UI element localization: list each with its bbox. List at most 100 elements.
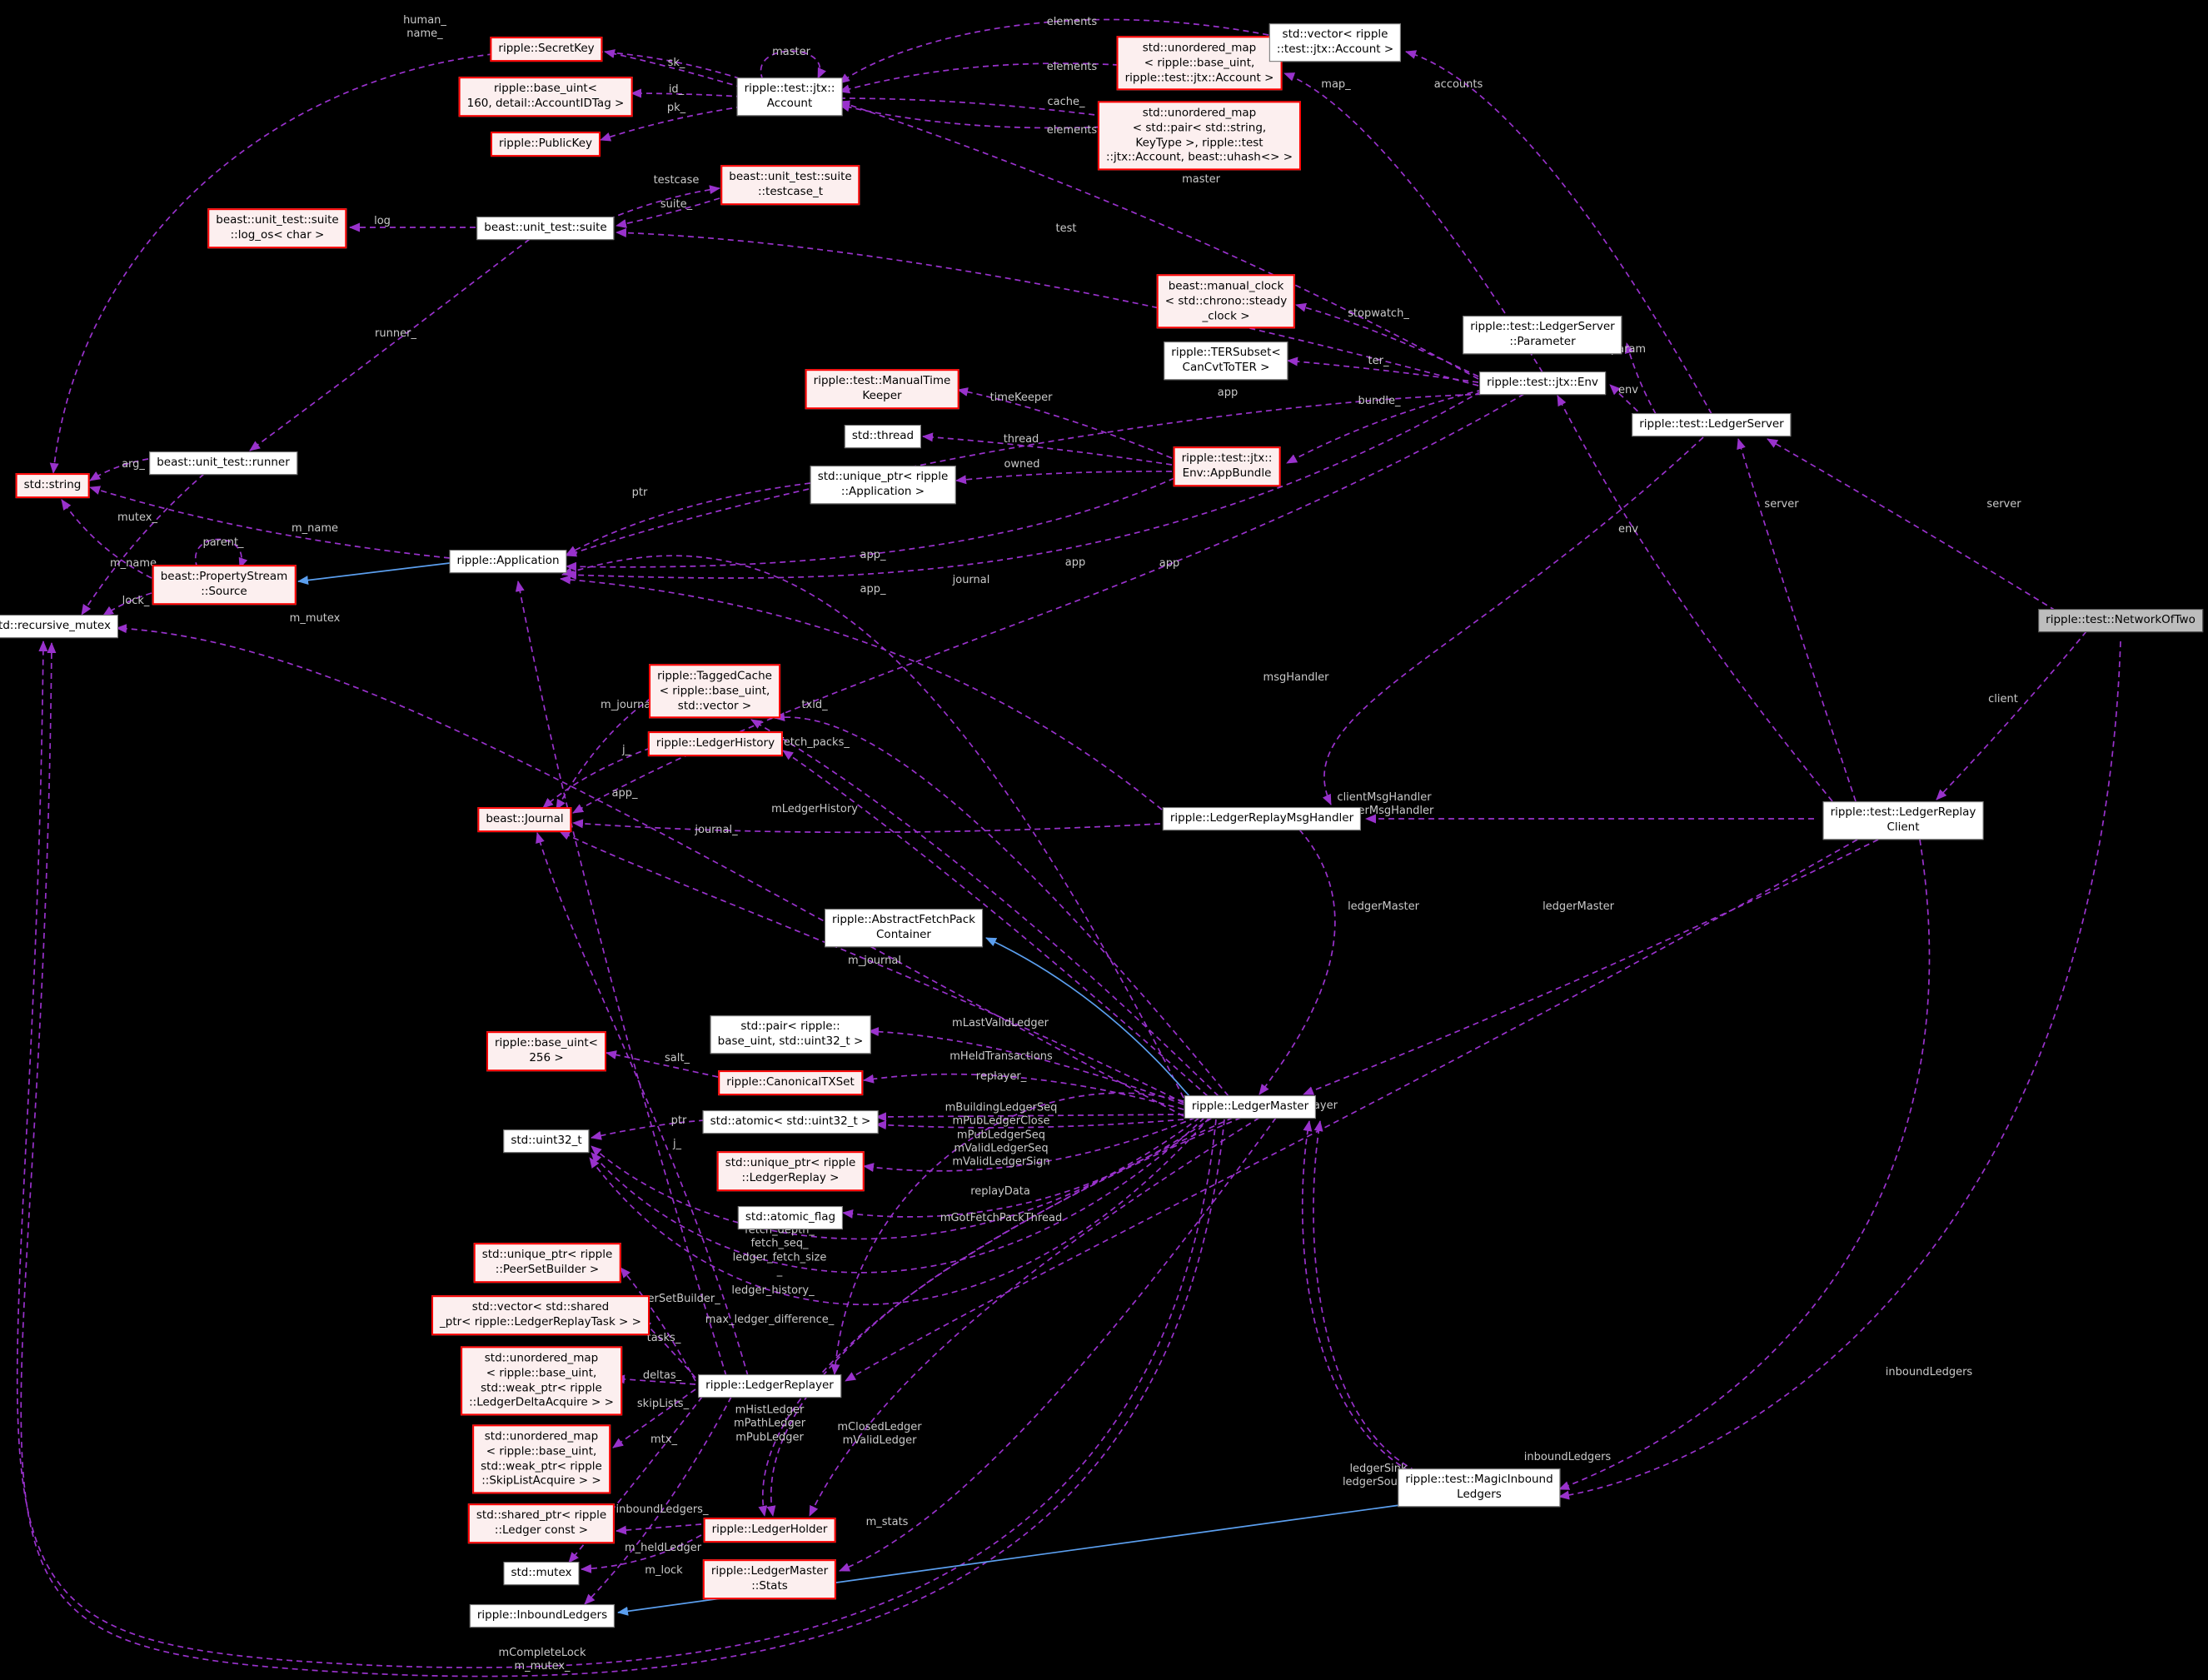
node-ledgerhistory[interactable]: ripple::LedgerHistory <box>647 731 784 756</box>
usage-edge-bundle_ <box>1286 389 1483 464</box>
usage-edge-msgHandler <box>1322 436 1704 805</box>
node-msghandler[interactable]: ripple::LedgerReplayMsgHandler <box>1162 807 1362 830</box>
node-string[interactable]: std::string <box>15 473 90 498</box>
node-umap-deltaacquire[interactable]: std::unordered_map < ripple::base_uint, … <box>461 1346 622 1416</box>
node-ledgerholder[interactable]: ripple::LedgerHolder <box>703 1518 836 1543</box>
node-propertystream-source[interactable]: beast::PropertyStream ::Source <box>152 565 297 605</box>
node-canonicaltxset[interactable]: ripple::CanonicalTXSet <box>718 1070 863 1095</box>
usage-edge-m_stats <box>839 1117 1277 1572</box>
node-thread[interactable]: std::thread <box>844 425 922 448</box>
node-runner[interactable]: beast::unit_test::runner <box>149 451 297 475</box>
usage-edge-ledger_history_ <box>591 1117 1205 1274</box>
node-baseuint256[interactable]: ripple::base_uint< 256 > <box>486 1031 606 1071</box>
usage-edge-mLastValidLedger <box>868 1027 1184 1105</box>
usage-edge-m_name <box>61 499 152 579</box>
node-atomic-flag[interactable]: std::atomic_flag <box>737 1206 844 1229</box>
usage-edge-replayer_ <box>830 1092 1184 1375</box>
inheritance-edge <box>297 562 451 586</box>
node-account[interactable]: ripple::test::jtx:: Account <box>736 77 843 116</box>
usage-edge-stopwatch_ <box>1295 302 1479 377</box>
usage-edge-human_ <box>49 49 750 474</box>
usage-edge-runner_ <box>249 238 531 451</box>
node-magicinboundledgers[interactable]: ripple::test::MagicInbound Ledgers <box>1398 1468 1561 1507</box>
usage-edge-ledgerSink <box>1301 1120 1410 1472</box>
node-vec-account[interactable]: std::vector< ripple ::test::jtx::Account… <box>1268 23 1402 62</box>
node-suite[interactable]: beast::unit_test::suite <box>476 217 615 240</box>
usage-edge-ledgerMaster <box>1259 829 1336 1095</box>
node-atomic-uint32[interactable]: std::atomic< std::uint32_t > <box>702 1110 879 1134</box>
node-recursive-mutex[interactable]: std::recursive_mutex <box>0 615 118 638</box>
node-testcase-t[interactable]: beast::unit_test::suite ::testcase_t <box>720 165 860 205</box>
node-journal[interactable]: beast::Journal <box>477 807 572 832</box>
usage-edge-test <box>616 227 1479 386</box>
usage-edge-replayer <box>845 839 1858 1382</box>
usage-edge-m_mutex <box>116 624 1184 1117</box>
usage-edge-elements <box>839 62 1119 94</box>
usage-edge-m_name <box>89 486 451 559</box>
usage-edge-mHistLedger <box>766 1117 1242 1517</box>
usage-edge-app_ <box>560 575 1163 810</box>
usage-edge-m_journal <box>559 830 1184 1104</box>
node-inboundledgers[interactable]: ripple::InboundLedgers <box>469 1604 616 1628</box>
usage-edge-replayData <box>863 1117 1196 1172</box>
node-sptr-ledger[interactable]: std::shared_ptr< ripple ::Ledger const > <box>467 1503 616 1543</box>
node-ledgerserver-parameter[interactable]: ripple::test::LedgerServer ::Parameter <box>1463 316 1622 354</box>
usage-edge-salt_ <box>606 1050 719 1078</box>
node-tersubset[interactable]: ripple::TERSubset< CanCvtToTER > <box>1164 341 1288 380</box>
usage-edge-elements <box>839 18 1269 84</box>
usage-edge-id_ <box>631 88 743 98</box>
node-uptr-ledgerreplay[interactable]: std::unique_ptr< ripple ::LedgerReplay > <box>716 1151 865 1191</box>
node-env[interactable]: ripple::test::jtx::Env <box>1479 371 1606 395</box>
node-ledgermaster[interactable]: ripple::LedgerMaster <box>1184 1095 1317 1119</box>
node-replayclient[interactable]: ripple::test::LedgerReplay Client <box>1822 801 1984 840</box>
node-vec-replaytask[interactable]: std::vector< std::shared _ptr< ripple::L… <box>431 1295 650 1335</box>
usage-edge-m_heldLedger <box>616 1523 702 1535</box>
usage-edge-app <box>566 477 1175 571</box>
usage-edge-suite_ <box>616 197 720 228</box>
node-manualtimekeeper[interactable]: ripple::test::ManualTime Keeper <box>805 369 959 409</box>
node-uptr-peersetbuilder[interactable]: std::unique_ptr< ripple ::PeerSetBuilder… <box>473 1243 621 1283</box>
node-abstractfetchpack[interactable]: ripple::AbstractFetchPack Container <box>825 909 983 947</box>
usage-edge-fetch_depth_ <box>591 1117 1200 1240</box>
node-ledgermaster-stats[interactable]: ripple::LedgerMaster ::Stats <box>702 1559 837 1599</box>
usage-edge-server <box>1767 438 2056 611</box>
usage-edge-env <box>1557 395 1833 802</box>
usage-edge-mutex_ <box>81 473 205 616</box>
node-taggedcache[interactable]: ripple::TaggedCache < ripple::base_uint,… <box>649 664 780 719</box>
node-ledgerserver[interactable]: ripple::test::LedgerServer <box>1632 413 1792 436</box>
usage-edge-mLedgerHistory <box>782 750 1209 1097</box>
node-ledgerreplayer[interactable]: ripple::LedgerReplayer <box>698 1374 841 1398</box>
node-uint32[interactable]: std::uint32_t <box>503 1129 590 1153</box>
node-secretkey[interactable]: ripple::SecretKey <box>490 37 603 62</box>
usage-edge-ledgerMaster <box>1303 839 1879 1095</box>
usage-edge-mGotFetchPackThread <box>842 1117 1213 1219</box>
usage-edge-owned <box>955 471 1173 485</box>
node-umap-account[interactable]: std::unordered_map < ripple::base_uint, … <box>1116 36 1283 91</box>
node-baseuint160[interactable]: ripple::base_uint< 160, detail::AccountI… <box>458 77 633 117</box>
node-manual-clock[interactable]: beast::manual_clock < std::chrono::stead… <box>1156 274 1296 329</box>
usage-edge-fetch_packs_ <box>750 719 1219 1097</box>
usage-edge <box>20 642 1225 1678</box>
usage-edge-master <box>839 100 1479 380</box>
node-pair-uint[interactable]: std::pair< ripple:: base_uint, std::uint… <box>710 1015 871 1054</box>
node-application[interactable]: ripple::Application <box>449 550 567 573</box>
usage-edge-j_ <box>542 747 651 809</box>
node-umap-skiplist[interactable]: std::unordered_map < ripple::base_uint, … <box>472 1424 611 1494</box>
usage-edge-timeKeeper <box>957 387 1173 459</box>
usage-edge-app_ <box>561 555 1184 1099</box>
usage-edge-j_ <box>536 832 749 1377</box>
usage-edge-pk_ <box>600 106 743 142</box>
usage-edge <box>1313 1120 1417 1472</box>
usage-edge-testcase <box>608 185 720 220</box>
node-log-os[interactable]: beast::unit_test::suite ::log_os< char > <box>207 208 347 248</box>
node-publickey[interactable]: ripple::PublicKey <box>490 132 601 157</box>
node-umap-pair[interactable]: std::unordered_map < std::pair< std::str… <box>1097 101 1302 171</box>
node-networkoftwo[interactable]: ripple::test::NetworkOfTwo <box>2038 609 2203 632</box>
node-appbundle[interactable]: ripple::test::jtx:: Env::AppBundle <box>1173 446 1281 486</box>
usage-edge-lock_ <box>102 592 152 616</box>
usage-edge-inboundLedgers_ <box>584 1396 732 1605</box>
usage-edge-elements <box>839 102 1111 129</box>
node-uptr-application[interactable]: std::unique_ptr< ripple ::Application > <box>810 466 956 504</box>
node-std-mutex[interactable]: std::mutex <box>503 1562 580 1585</box>
